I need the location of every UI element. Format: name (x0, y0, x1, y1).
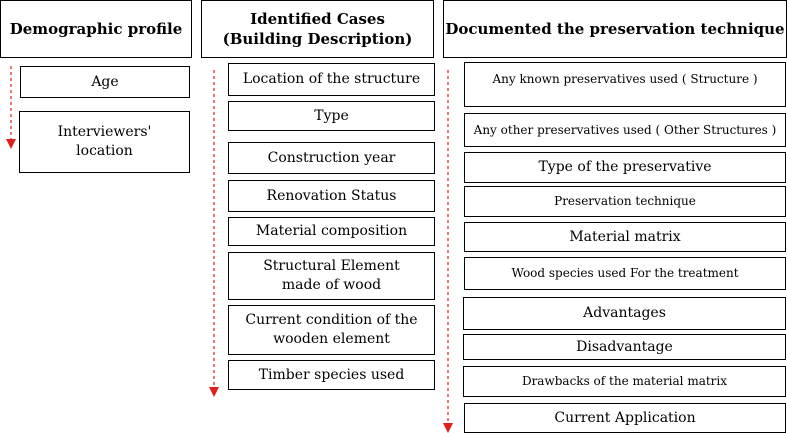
box-drawbacks-material-matrix: Drawbacks of the material matrix (463, 366, 786, 397)
box-construction-year: Construction year (228, 142, 435, 174)
box-renovation-status: Renovation Status (228, 180, 435, 212)
box-disadvantage: Disadvantage (463, 334, 786, 360)
box-material-matrix: Material matrix (464, 222, 786, 252)
box-type-of-preservative: Type of the preservative (464, 152, 786, 183)
box-type: Type (228, 101, 435, 131)
header-identified-cases: Identified Cases (Building Description) (201, 0, 434, 58)
arrow-cases-head (209, 387, 219, 397)
box-advantages: Advantages (463, 297, 786, 330)
arrow-preservation-head (443, 423, 453, 433)
box-preservation-technique: Preservation technique (464, 186, 786, 217)
box-location-of-structure: Location of the structure (228, 63, 435, 96)
box-timber-species: Timber species used (228, 360, 435, 390)
box-material-composition: Material composition (228, 217, 435, 246)
box-wood-species-treatment: Wood species used For the treatment (464, 257, 786, 290)
box-other-preservatives: Any other preservatives used ( Other Str… (464, 113, 786, 147)
arrow-demographic-head (6, 139, 16, 149)
header-demographic-profile: Demographic profile (0, 0, 192, 58)
box-structural-element: Structural Element made of wood (228, 252, 435, 300)
box-current-condition: Current condition of the wooden element (228, 305, 435, 355)
box-interviewers-location: Interviewers' location (19, 111, 190, 173)
header-preservation-technique: Documented the preservation technique (443, 0, 787, 58)
box-age: Age (20, 66, 190, 98)
box-known-preservatives: Any known preservatives used ( Structure… (464, 62, 786, 107)
